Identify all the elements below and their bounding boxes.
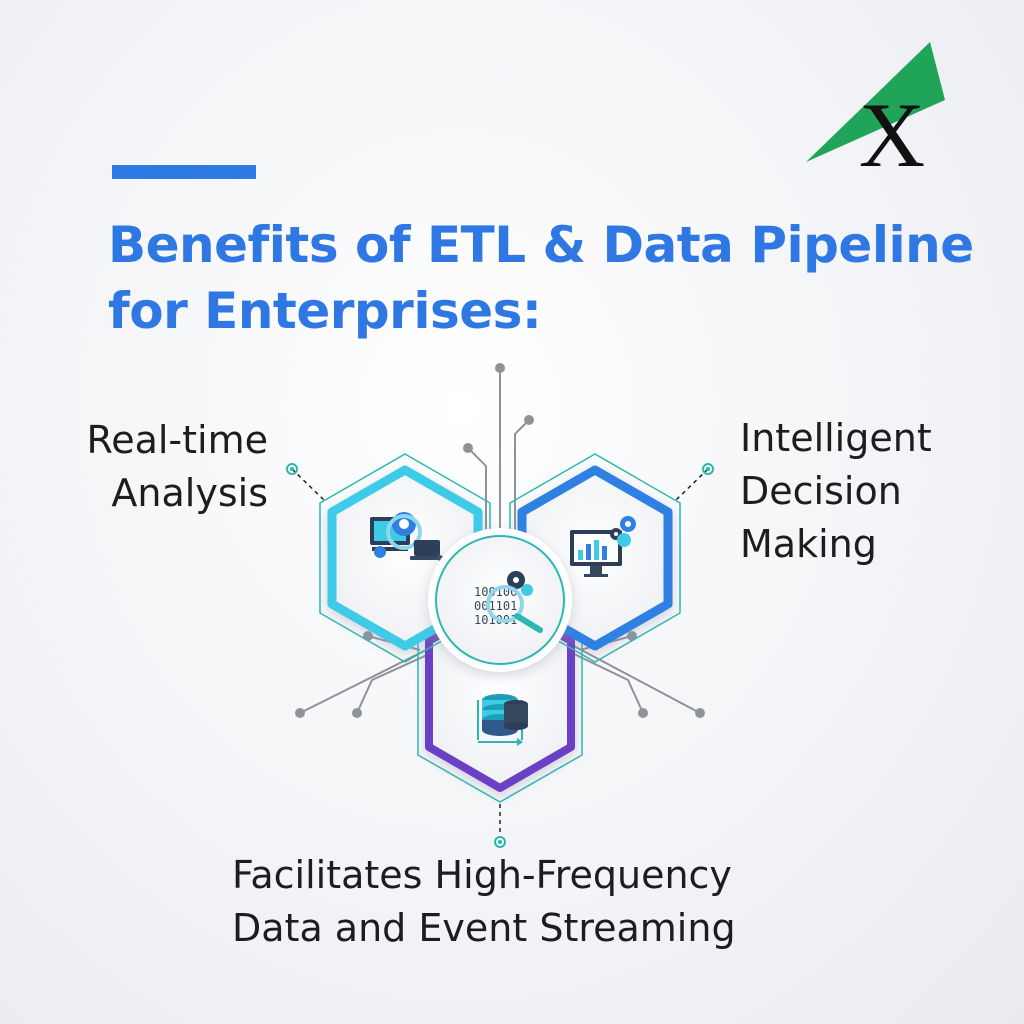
page-title-line-2: for Enterprises:: [108, 282, 542, 340]
monitor-gear-magnifier-icon: [370, 512, 444, 561]
page-title-line-1: Benefits of ETL & Data Pipeline: [108, 216, 974, 274]
benefit-intelligent-line-3: Making: [740, 522, 877, 566]
center-hub: 100100 001101 101001: [428, 528, 572, 672]
connector-realtime: [286, 463, 325, 501]
title-accent-bar: [112, 165, 256, 179]
benefit-intelligent-label: Intelligent Decision Making: [740, 412, 1010, 571]
benefit-realtime-line-1: Real-time: [86, 418, 268, 462]
connector-intelligent: [675, 463, 714, 501]
database-stack-icon: [477, 694, 528, 746]
benefit-streaming-line-2: Data and Event Streaming: [232, 906, 736, 950]
logo-letter: X: [859, 84, 925, 180]
benefit-realtime-label: Real-time Analysis: [8, 414, 268, 520]
benefit-streaming-label: Facilitates High-Frequency Data and Even…: [232, 849, 832, 955]
binary-row-2: 001101: [474, 599, 517, 613]
benefit-intelligent-line-1: Intelligent: [740, 416, 932, 460]
benefit-realtime-line-2: Analysis: [111, 471, 268, 515]
benefit-streaming-line-1: Facilitates High-Frequency: [232, 853, 732, 897]
page-title: Benefits of ETL & Data Pipeline for Ente…: [108, 212, 988, 344]
company-logo: X: [806, 42, 945, 180]
chart-monitor-gear-icon: [570, 516, 636, 577]
logo-green-triangle: [806, 42, 945, 162]
connector-streaming: [494, 804, 506, 848]
benefit-intelligent-line-2: Decision: [740, 469, 902, 513]
